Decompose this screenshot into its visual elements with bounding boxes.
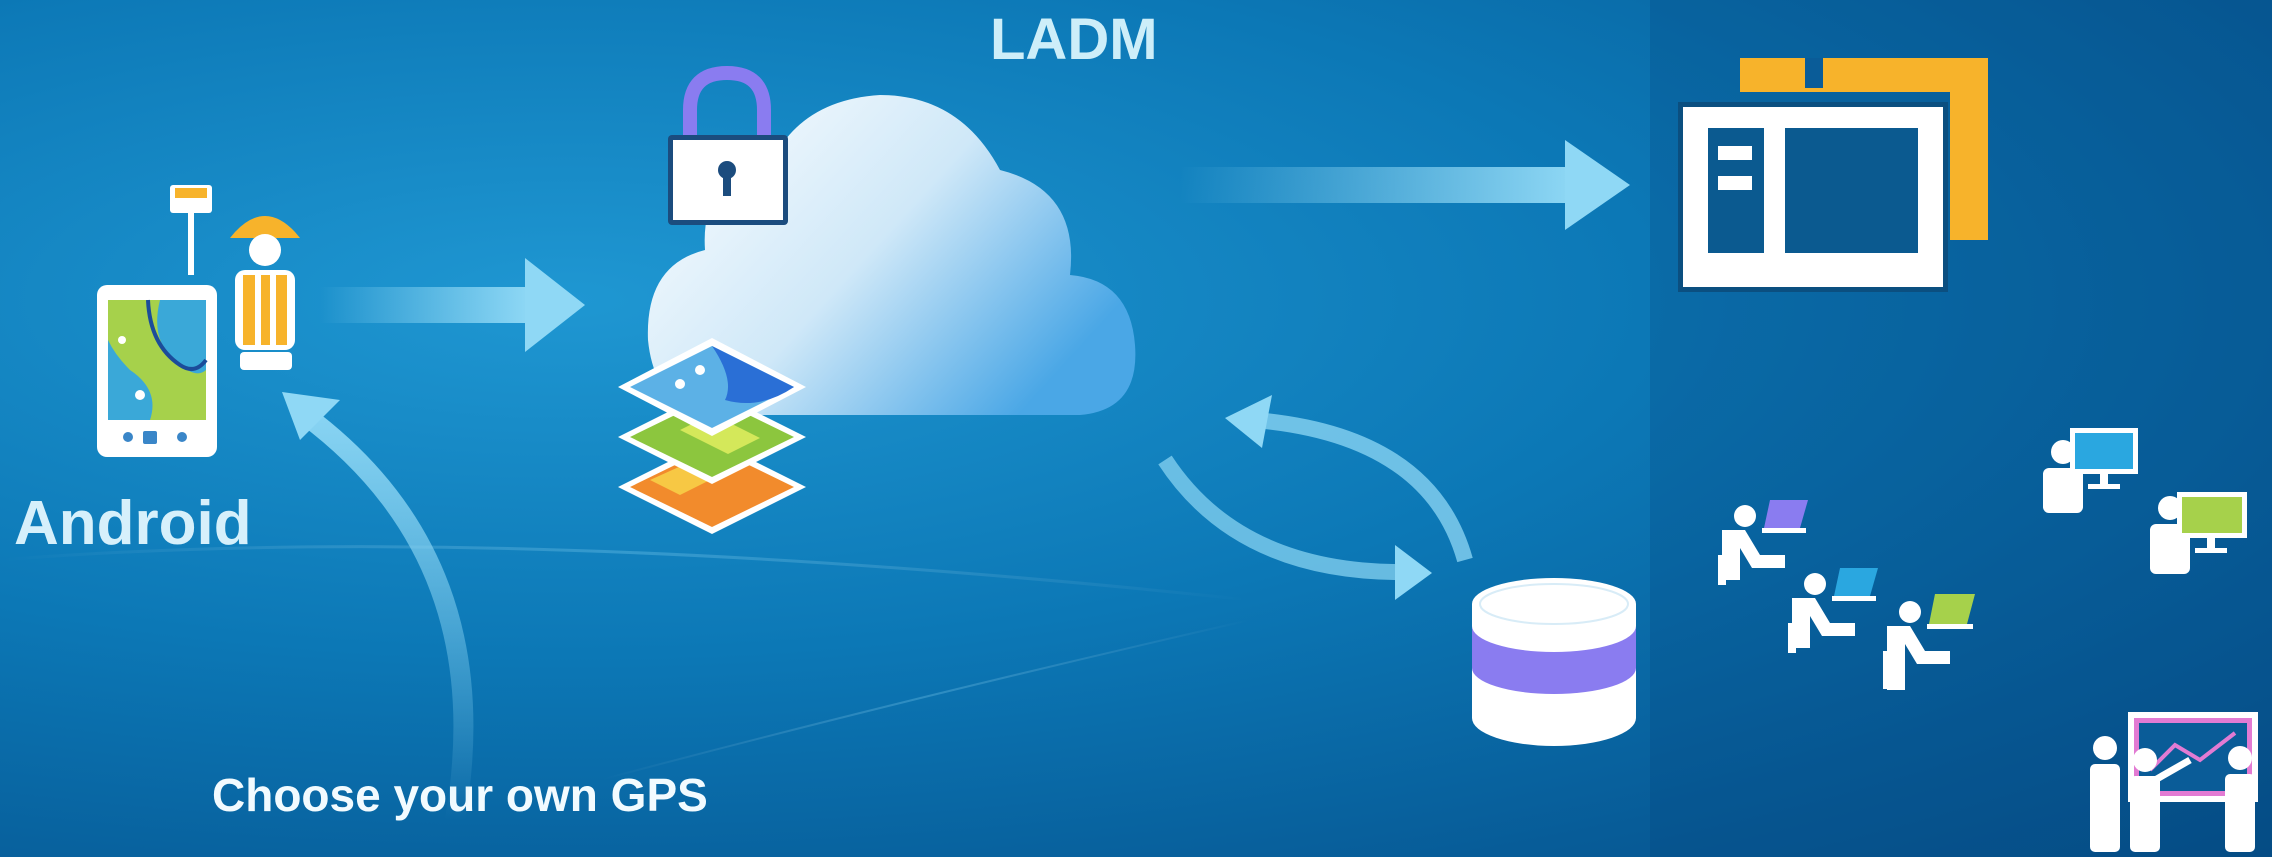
map-layers-icon [618,338,806,534]
desktop-application-window-icon [1678,58,1988,292]
gps-antenna-icon [170,185,212,275]
page-title: LADM [990,7,1158,72]
arrow-to-application [1180,140,1630,230]
database-icon [1472,578,1636,746]
surveyor-worker-icon [230,216,300,370]
desktop-users-icon [2043,428,2247,574]
mobile-device-map-icon [97,285,217,457]
android-label: Android [14,489,252,558]
presentation-group-icon [2090,712,2258,852]
office-workers-icon [1718,500,1975,690]
arrow-to-cloud [320,258,585,352]
padlock-icon [668,65,788,225]
sync-arrows [1158,395,1473,600]
gps-arrow [282,392,474,822]
